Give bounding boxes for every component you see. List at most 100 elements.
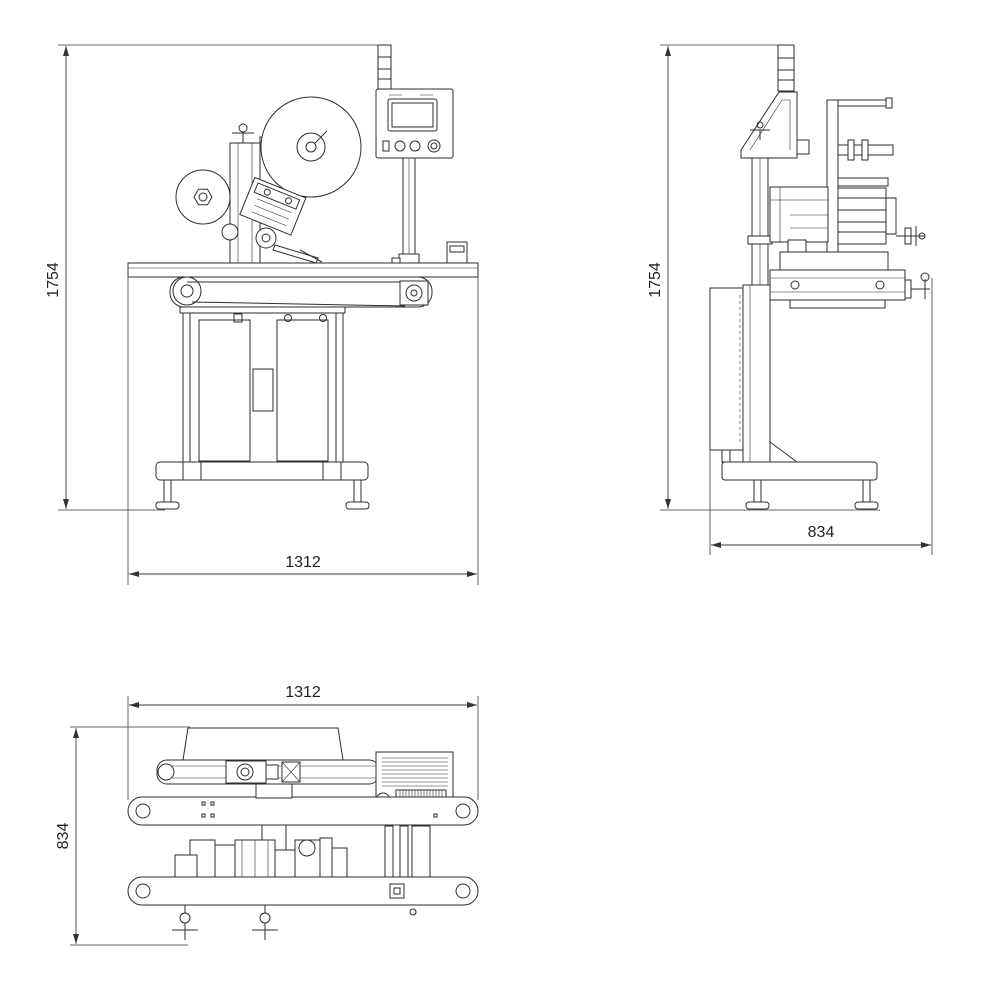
top-conveyor-lower [127,876,479,916]
signal-tower-segments [378,56,391,80]
side-diagonal-brace [769,441,799,463]
side-height-label: 1754 [647,262,664,298]
key-switch [382,140,390,152]
cabinet-lock [233,313,243,323]
label-roll-clamp [314,130,328,144]
cabinet-body [182,312,344,463]
side-panel-bracket [740,91,810,159]
side-conveyor-bolt-2 [875,280,885,290]
top-post-1 [384,825,394,879]
base-frame-beam [155,461,369,481]
side-roll-disc-2 [861,139,869,161]
base-frame-block-right [322,461,342,481]
side-base-end-block [721,449,731,463]
label-applicator [175,96,362,264]
conveyor-motor-hub [410,289,418,297]
cabinet [182,312,344,469]
base-frame-block-left [182,461,202,481]
conveyor-pulley-hub [180,284,194,298]
rewind-roll-center [198,192,208,202]
side-guide-handwheel [911,279,930,299]
guide-roller [221,223,239,241]
leveling-foot-right-pad [345,501,370,510]
top-conveyor-lower-screw [409,908,417,916]
front-height-label: 1754 [45,262,62,298]
top-post-2 [399,825,409,879]
top-side-block [331,847,348,879]
top-conveyor-lower-pulley-right [455,883,471,899]
side-foot-right-stem [862,479,871,503]
front-extension-lines [58,44,479,585]
push-button-2 [409,140,421,152]
cabinet-door-right [276,319,329,462]
side-height-knob [756,121,764,129]
side-base-beam [721,461,878,481]
applicator-head-body [239,176,307,236]
leveling-foot-right-stem [353,479,362,503]
top-conveyor-upper-pulley-left [135,803,151,819]
side-dimensions: 1754 834 [647,44,933,555]
applicator-head-roller-2 [285,197,293,205]
top-view [127,727,479,940]
table-top [127,257,479,278]
side-conveyor-rail [789,299,886,309]
side-head-body [769,186,829,243]
top-motor [174,854,198,878]
panel-pole [398,157,420,264]
side-depth-label: 834 [808,524,835,541]
top-upper-rail [156,759,380,785]
side-top-shaft [837,99,887,107]
top-width-label: 1312 [285,684,321,701]
top-conveyor-motor-square-inner [393,887,401,895]
side-mount-plate [779,251,889,271]
touch-screen [391,102,434,128]
side-view [709,44,930,510]
control-panel [375,88,454,159]
side-extension-lines [660,44,933,555]
peel-roller-hub [261,233,271,243]
side-height-handwheel [750,129,770,140]
leveling-foot-left-stem [163,479,172,503]
peel-roller [255,227,277,249]
side-frame-column [742,284,771,463]
emergency-stop-center [430,142,438,150]
top-upper-rail-end [157,763,175,781]
top-handwheels [172,905,278,940]
front-dimensions: 1754 1312 [45,44,479,585]
side-label-holder [826,97,894,276]
leveling-foot-left-pad [155,501,180,510]
cabinet-door-left [198,319,251,462]
side-column-clamp [747,235,773,245]
side-mechanism-lines [838,197,886,233]
dispense-tip [299,249,323,263]
label-roll-hub [305,141,317,153]
applicator-head-details [251,198,292,226]
signal-tower [377,44,392,90]
top-conveyor-holes [201,801,438,818]
side-applicator-head [769,186,926,271]
side-foot-right-pad [854,501,879,510]
side-top-shaft-end [885,97,893,109]
side-head-details [770,187,828,242]
push-button-1 [394,140,406,152]
top-handwheel-right-knob [259,912,271,924]
applicator-head [239,176,307,236]
side-mechanism [837,187,887,245]
side-conveyor-lines [770,277,905,293]
top-extension-lines [70,696,479,946]
signal-tower-body [377,44,392,90]
side-tension-handwheel [896,226,925,246]
height-adjust-knob [238,123,248,133]
side-panel-bracket-line [749,99,791,151]
side-lower-shaft [837,177,889,187]
rewind-roll-hub [193,188,213,206]
cabinet-window [252,368,274,412]
top-drive-motor [265,764,279,780]
conveyor-support-bracket [179,306,346,314]
side-guide-handwheel-hub [904,279,912,299]
top-conveyor-lower-belt [127,876,479,906]
side-signal-tower [777,44,795,92]
top-handwheel-left-knob [179,912,191,924]
top-conveyor-upper-pulley-right [455,803,471,819]
label-roll-core [296,132,326,162]
